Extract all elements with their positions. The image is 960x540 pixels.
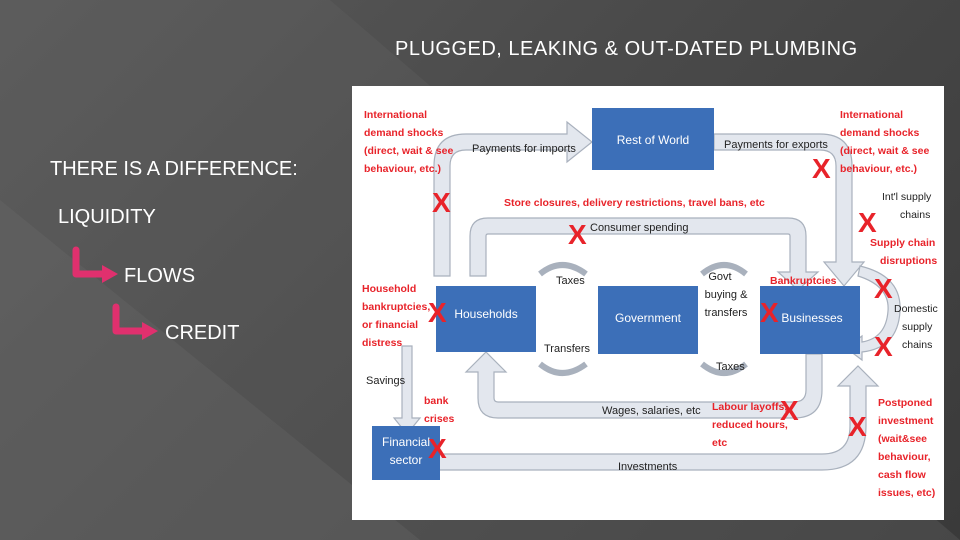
svg-text:supply: supply (902, 321, 933, 333)
svg-text:demand shocks: demand shocks (840, 127, 920, 139)
label-financial-sector: Financial (382, 435, 430, 449)
box-households (436, 286, 536, 352)
x-mark-icon: X (428, 433, 447, 464)
box-businesses (760, 286, 860, 354)
circular-flow-diagram: .flow { fill:#e3e7ee; stroke:#a9b1bd; st… (352, 86, 944, 520)
label-government: Government (615, 311, 682, 325)
x-mark-icon: X (428, 297, 447, 328)
label-households: Households (454, 307, 517, 321)
annotation-intl-left: International demand shocks (direct, wai… (364, 109, 453, 175)
label-transfers: Transfers (544, 343, 591, 355)
svg-text:Supply chain: Supply chain (870, 237, 935, 249)
label-savings: Savings (366, 375, 406, 387)
label-investments: Investments (618, 461, 678, 473)
bent-arrow-icon (72, 246, 118, 283)
svg-text:behaviour,: behaviour, (878, 451, 931, 463)
svg-text:Domestic: Domestic (894, 303, 938, 315)
slide-heading: THERE IS A DIFFERENCE: (50, 158, 298, 180)
item-credit: CREDIT (165, 322, 240, 344)
bent-arrow-icon (112, 303, 158, 340)
svg-text:bankruptcies,: bankruptcies, (362, 301, 430, 313)
annotation-household-bankruptcies: Household bankruptcies, or financial dis… (362, 283, 430, 349)
x-mark-icon: X (874, 331, 893, 362)
flow-savings (392, 345, 422, 435)
flow-payments-exports (713, 133, 866, 287)
svg-text:Household: Household (362, 283, 416, 295)
svg-text:(direct, wait & see: (direct, wait & see (364, 145, 453, 157)
label-consumer-spending: Consumer spending (590, 222, 688, 234)
svg-text:crises: crises (424, 413, 455, 425)
svg-text:disruptions: disruptions (880, 255, 937, 267)
x-mark-icon: X (568, 219, 587, 250)
annotation-store-closures: Store closures, delivery restrictions, t… (504, 197, 765, 209)
svg-text:chains: chains (900, 209, 930, 221)
annotation-labour-layoffs: Labour layoffs, reduced hours, etc (712, 401, 788, 449)
label-financial-sector-2: sector (390, 453, 423, 467)
annotation-supply-disruptions: Supply chain disruptions (870, 237, 937, 267)
flow-investments (433, 365, 880, 471)
label-rest-of-world: Rest of World (617, 133, 689, 147)
label-payments-exports: Payments for exports (724, 139, 828, 151)
svg-text:(direct, wait & see: (direct, wait & see (840, 145, 929, 157)
x-mark-icon: X (812, 153, 831, 184)
svg-text:(wait&see: (wait&see (878, 433, 927, 445)
x-mark-icon: X (432, 187, 451, 218)
flow-consumer-spending (469, 217, 820, 291)
item-liquidity: LIQUIDITY (58, 206, 156, 228)
annotation-bankruptcies: Bankruptcies (770, 275, 837, 287)
box-government (598, 286, 698, 354)
slide-title: PLUGGED, LEAKING & OUT-DATED PLUMBING (395, 38, 858, 60)
svg-text:distress: distress (362, 337, 402, 349)
x-mark-icon: X (858, 207, 877, 238)
svg-text:cash flow: cash flow (878, 469, 927, 481)
label-taxes-left: Taxes (556, 275, 585, 287)
label-govt-3: transfers (705, 307, 748, 319)
annotation-bank-crises: bank crises (424, 395, 455, 425)
box-financial-sector (372, 426, 440, 480)
box-rest-of-world (592, 108, 714, 170)
svg-text:or financial: or financial (362, 319, 418, 331)
svg-text:issues, etc): issues, etc) (878, 487, 935, 499)
svg-text:Postponed: Postponed (878, 397, 932, 409)
annotation-postponed-investment: Postponed investment (wait&see behaviour… (878, 397, 935, 499)
label-govt-1: Govt (708, 271, 731, 283)
label-payments-imports: Payments for imports (472, 143, 576, 155)
svg-text:reduced hours,: reduced hours, (712, 419, 788, 431)
x-mark-icon: X (760, 297, 779, 328)
label-businesses: Businesses (781, 311, 842, 325)
svg-text:behaviour, etc.): behaviour, etc.) (840, 163, 917, 175)
x-mark-icon: X (874, 273, 893, 304)
x-mark-icon: X (780, 395, 799, 426)
svg-text:demand shocks: demand shocks (364, 127, 444, 139)
item-flows: FLOWS (124, 265, 196, 287)
x-mark-icon: X (848, 411, 867, 442)
svg-text:Labour layoffs,: Labour layoffs, (712, 401, 787, 413)
svg-text:International: International (840, 109, 903, 121)
svg-text:investment: investment (878, 415, 934, 427)
svg-text:etc: etc (712, 437, 727, 449)
svg-text:behaviour, etc.): behaviour, etc.) (364, 163, 441, 175)
flow-payments-imports (433, 120, 593, 277)
svg-text:International: International (364, 109, 427, 121)
flow-wages (464, 351, 823, 419)
label-taxes-right: Taxes (716, 361, 745, 373)
annotation-intl-right: International demand shocks (direct, wai… (840, 109, 929, 175)
label-wages: Wages, salaries, etc (602, 405, 701, 417)
svg-text:bank: bank (424, 395, 449, 407)
svg-text:Int'l supply: Int'l supply (882, 191, 932, 203)
svg-text:chains: chains (902, 339, 932, 351)
annotation-intl-supply: Int'l supply chains (882, 191, 932, 221)
annotation-domestic-supply: Domestic supply chains (894, 303, 938, 351)
label-govt-2: buying & (705, 289, 748, 301)
